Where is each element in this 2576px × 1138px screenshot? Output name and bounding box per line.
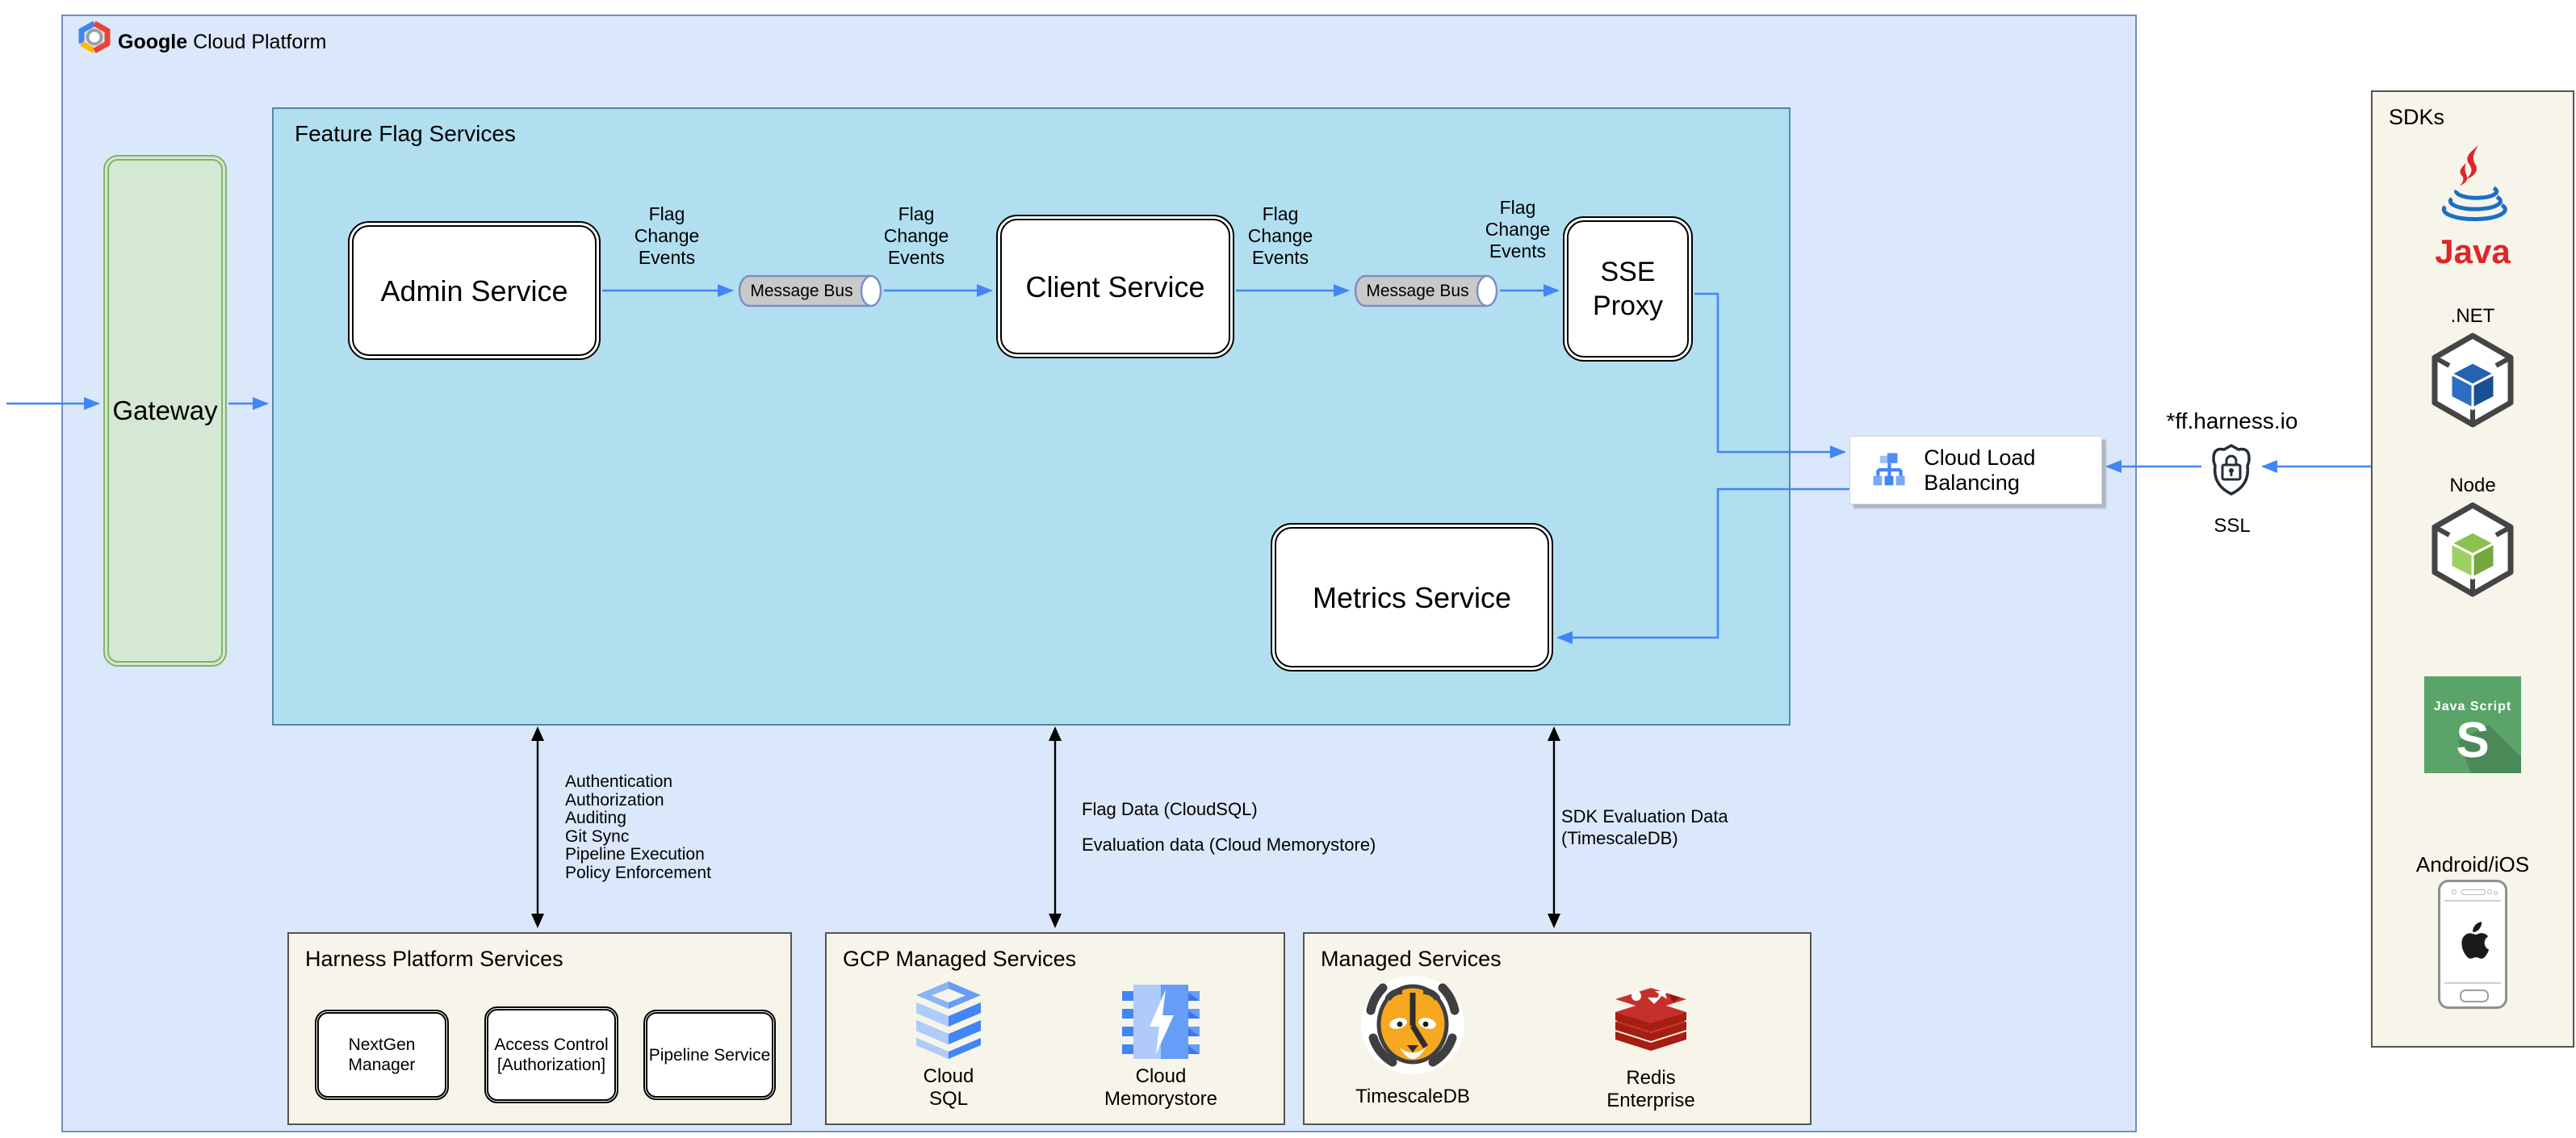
- capability-policy-enforcement: Policy Enforcement: [565, 863, 711, 882]
- access-control-label: Access Control [Authorization]: [494, 1035, 609, 1074]
- cylinder-icon: [738, 274, 882, 308]
- feature-flag-services-title: Feature Flag Services: [295, 121, 516, 146]
- edge-label-flag-change-1: Flag Change Events: [634, 203, 700, 268]
- annotation-evaluation-data: Evaluation data (Cloud Memorystore): [1082, 835, 1376, 855]
- node-nextgen-manager: NextGen Manager: [315, 1010, 449, 1100]
- gcp-managed-title: GCP Managed Services: [843, 947, 1077, 971]
- domain-label: *ff.harness.io: [2166, 408, 2298, 433]
- dotnet-cube-icon: [2431, 333, 2514, 428]
- message-bus-label: Message Bus: [750, 281, 853, 300]
- annotation-sdk-evaluation-data: SDK Evaluation Data (TimescaleDB): [1561, 806, 1728, 848]
- node-cloud-load-balancing: Cloud Load Balancing: [1849, 436, 2102, 504]
- node-access-control: Access Control [Authorization]: [484, 1006, 618, 1103]
- gcp-brand: Google Cloud Platform: [118, 31, 326, 54]
- gcp-logo-icon: [78, 21, 111, 53]
- gcp-brand-rest: Cloud Platform: [193, 31, 327, 53]
- java-label: Java: [2435, 232, 2511, 270]
- javascript-label: Java Script: [2434, 700, 2511, 713]
- node-cube-icon: [2431, 502, 2514, 597]
- cylinder-icon: [1354, 274, 1498, 308]
- node-message-bus-2: Message Bus: [1353, 274, 1499, 308]
- capability-auditing: Auditing: [565, 809, 626, 827]
- capability-authentication: Authentication: [565, 772, 673, 791]
- annotation-platform-capabilities: Authentication Authorization Auditing Gi…: [565, 772, 711, 882]
- gateway-label: Gateway: [112, 395, 218, 425]
- redis-enterprise-label: Redis Enterprise: [1606, 1067, 1695, 1111]
- sdks-title: SDKs: [2389, 105, 2445, 129]
- nextgen-manager-label: NextGen Manager: [348, 1035, 416, 1074]
- admin-service-label: Admin Service: [380, 274, 568, 308]
- gcp-brand-bold: Google: [118, 31, 188, 53]
- cloud-memorystore-icon: [1122, 985, 1200, 1059]
- metrics-service-label: Metrics Service: [1312, 580, 1512, 614]
- edge-label-flag-change-3: Flag Change Events: [1247, 203, 1313, 268]
- sse-proxy-label: SSE Proxy: [1593, 256, 1663, 322]
- cloud-sql-label: Cloud SQL: [923, 1065, 974, 1110]
- edge-label-flag-change-4: Flag Change Events: [1485, 197, 1551, 261]
- timescaledb-label: TimescaleDB: [1355, 1086, 1470, 1107]
- managed-services-title: Managed Services: [1321, 947, 1502, 971]
- node-admin-service: Admin Service: [348, 221, 601, 360]
- gcp-managed-panel: GCP Managed Services: [825, 932, 1285, 1125]
- node-gateway: Gateway: [103, 155, 227, 667]
- phone-icon: [2438, 880, 2507, 1009]
- cloud-load-balancing-label: Cloud Load Balancing: [1924, 445, 2036, 495]
- capability-git-sync: Git Sync: [565, 826, 630, 846]
- timescaledb-icon: [1361, 976, 1464, 1074]
- node-sdk-label: Node: [2449, 475, 2496, 496]
- edge-label-flag-change-2: Flag Change Events: [883, 203, 949, 268]
- node-message-bus-1: Message Bus: [737, 274, 883, 308]
- ssl-shield-icon: [2212, 444, 2251, 496]
- apple-icon: [2461, 922, 2490, 959]
- capability-authorization: Authorization: [565, 790, 664, 810]
- annotation-flag-data: Flag Data (CloudSQL): [1082, 799, 1258, 819]
- ssl-label: SSL: [2214, 515, 2251, 537]
- java-logo-icon: [2441, 145, 2507, 222]
- node-metrics-service: Metrics Service: [1271, 523, 1553, 672]
- client-service-label: Client Service: [1025, 270, 1205, 303]
- pipeline-service-label: Pipeline Service: [648, 1045, 771, 1065]
- cloud-memorystore-label: Cloud Memorystore: [1104, 1065, 1218, 1110]
- svg-text:S: S: [2456, 713, 2489, 768]
- node-sse-proxy: SSE Proxy: [1563, 216, 1693, 362]
- load-balancer-icon: [1873, 452, 1905, 485]
- android-ios-label: Android/iOS: [2415, 852, 2530, 877]
- node-client-service: Client Service: [996, 215, 1234, 358]
- javascript-icon: Java Script S: [2424, 676, 2521, 773]
- harness-platform-title: Harness Platform Services: [305, 947, 563, 971]
- cloud-sql-icon: [916, 981, 981, 1059]
- node-pipeline-service: Pipeline Service: [643, 1010, 776, 1100]
- capability-pipeline-execution: Pipeline Execution: [565, 845, 705, 864]
- dotnet-label: .NET: [2450, 305, 2495, 327]
- message-bus-label: Message Bus: [1366, 281, 1469, 300]
- redis-icon: [1615, 986, 1686, 1051]
